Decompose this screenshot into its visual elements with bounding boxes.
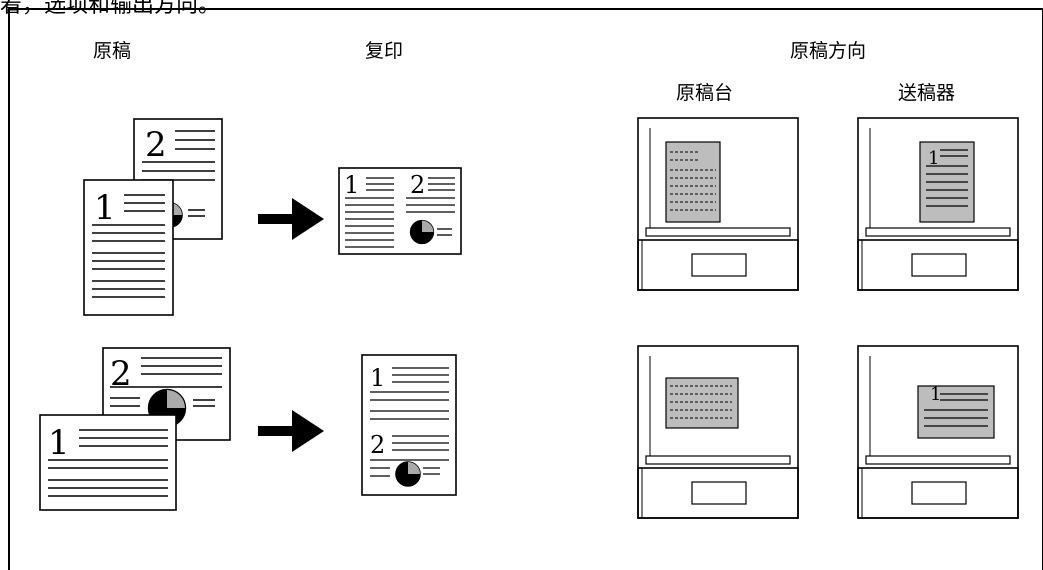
row1-copy-page: [338, 167, 462, 255]
copier-feeder-row1-number: 1: [928, 148, 939, 169]
diagram-graphics: 2 1 1 2: [39, 117, 1019, 519]
row1-arrow: [258, 198, 324, 240]
row1-copy-number-2: 2: [410, 171, 425, 199]
copier-platen-row1: [637, 117, 799, 291]
header-feeder: 送稿器: [898, 82, 956, 104]
row2-original-page1-number: 1: [48, 423, 70, 463]
row1-original-page2-number: 2: [145, 125, 167, 165]
copier-feeder-row1: [857, 117, 1019, 291]
row2-copy-number-1: 1: [370, 364, 385, 392]
header-copy: 复印: [365, 40, 404, 62]
row2-arrow: [258, 410, 324, 452]
row2-original-page1: [39, 414, 177, 511]
header-orientation: 原稿方向: [790, 40, 867, 62]
row2-original-page2-number: 2: [110, 354, 132, 394]
row1-original-page1-number: 1: [94, 188, 116, 228]
row2-copy-number-2: 2: [370, 431, 385, 459]
copier-feeder-row2: [857, 345, 1019, 519]
row1-original-page1: [83, 179, 174, 316]
header-platen: 原稿台: [676, 82, 734, 104]
copier-feeder-row2-number: 1: [930, 384, 941, 405]
copier-platen-row2: [637, 345, 799, 519]
row2-copy-page: [361, 354, 457, 496]
row1-copy-number-1: 1: [344, 171, 359, 199]
header-originals: 原稿: [93, 40, 132, 62]
